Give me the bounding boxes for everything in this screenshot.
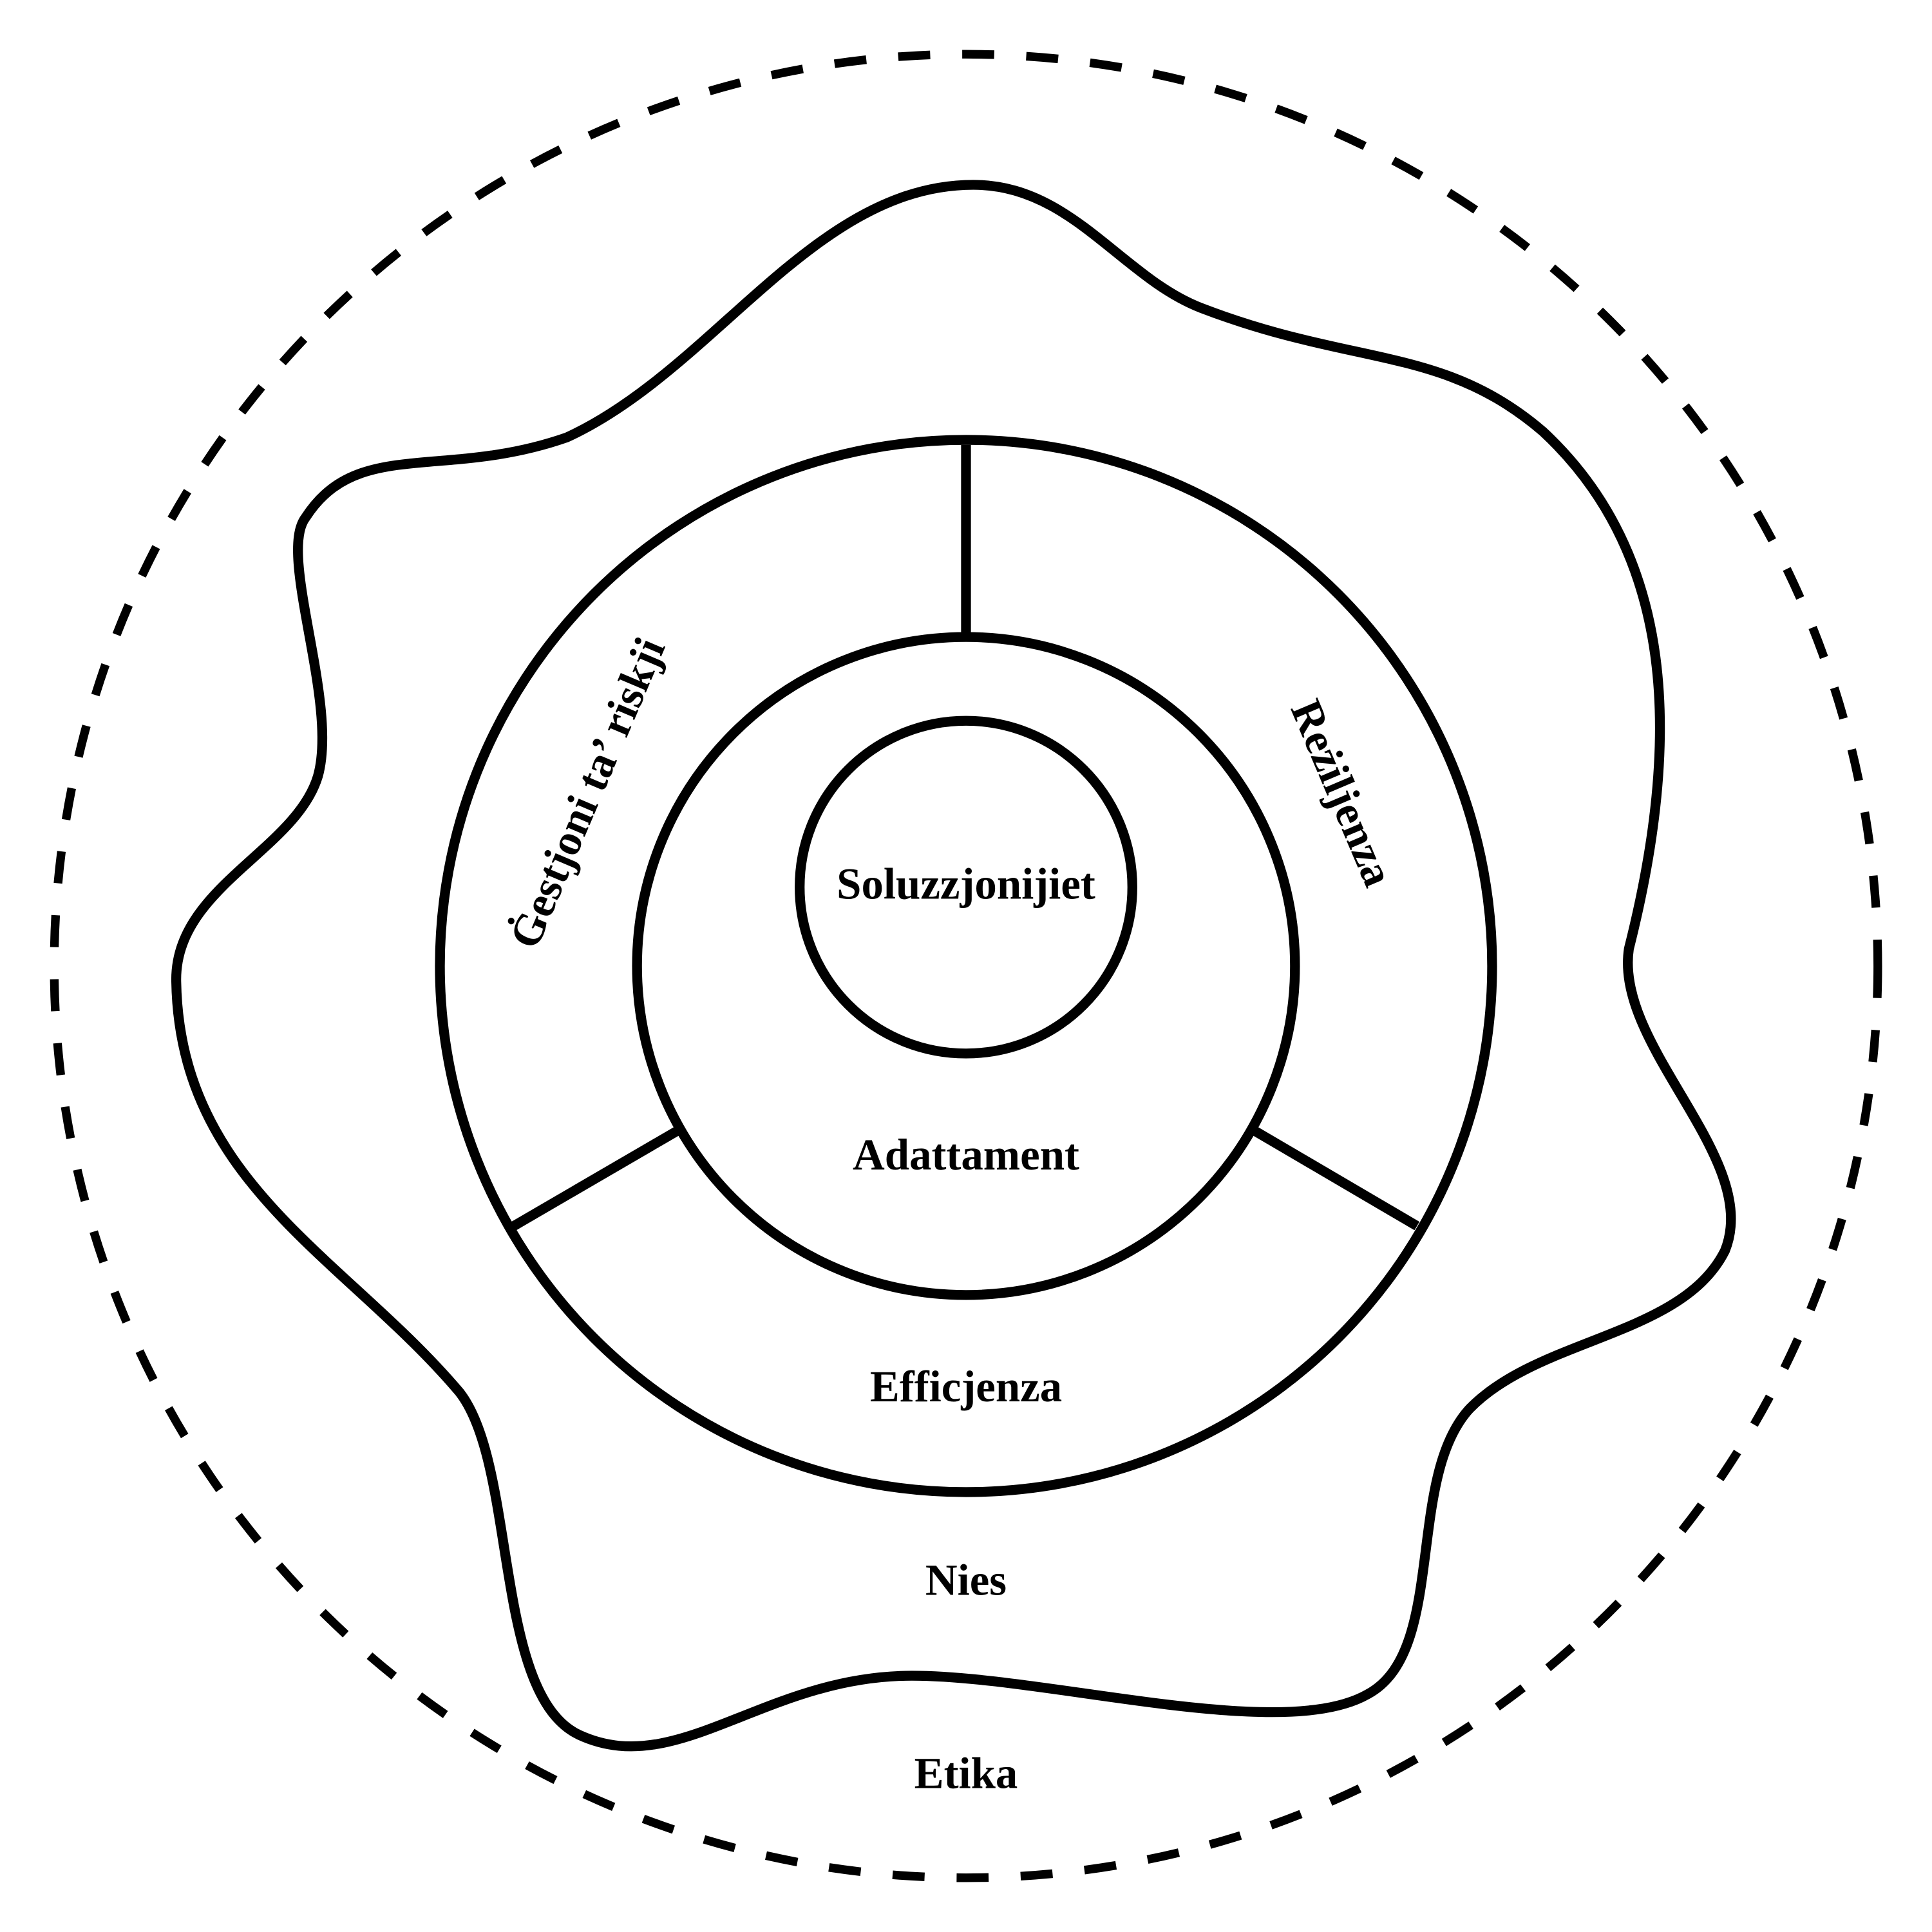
center-label: Soluzzjonijiet bbox=[837, 859, 1095, 908]
inner-ring-label: Adattament bbox=[853, 1130, 1079, 1179]
blob-label: Nies bbox=[925, 1555, 1007, 1604]
outer-label: Etika bbox=[914, 1749, 1018, 1798]
divider-right bbox=[1250, 1125, 1420, 1231]
outer-ring-circle bbox=[435, 435, 1497, 1497]
people-blob bbox=[171, 180, 1736, 1752]
middle-ring-circle bbox=[632, 632, 1300, 1300]
center-circle bbox=[795, 715, 1137, 1059]
segment-right-label: Reżiljenza bbox=[1282, 693, 1403, 893]
segment-bottom-label: Efficjenza bbox=[870, 1362, 1062, 1411]
divider-left bbox=[511, 1125, 682, 1231]
ethics-dashed-circle bbox=[50, 50, 1882, 1882]
